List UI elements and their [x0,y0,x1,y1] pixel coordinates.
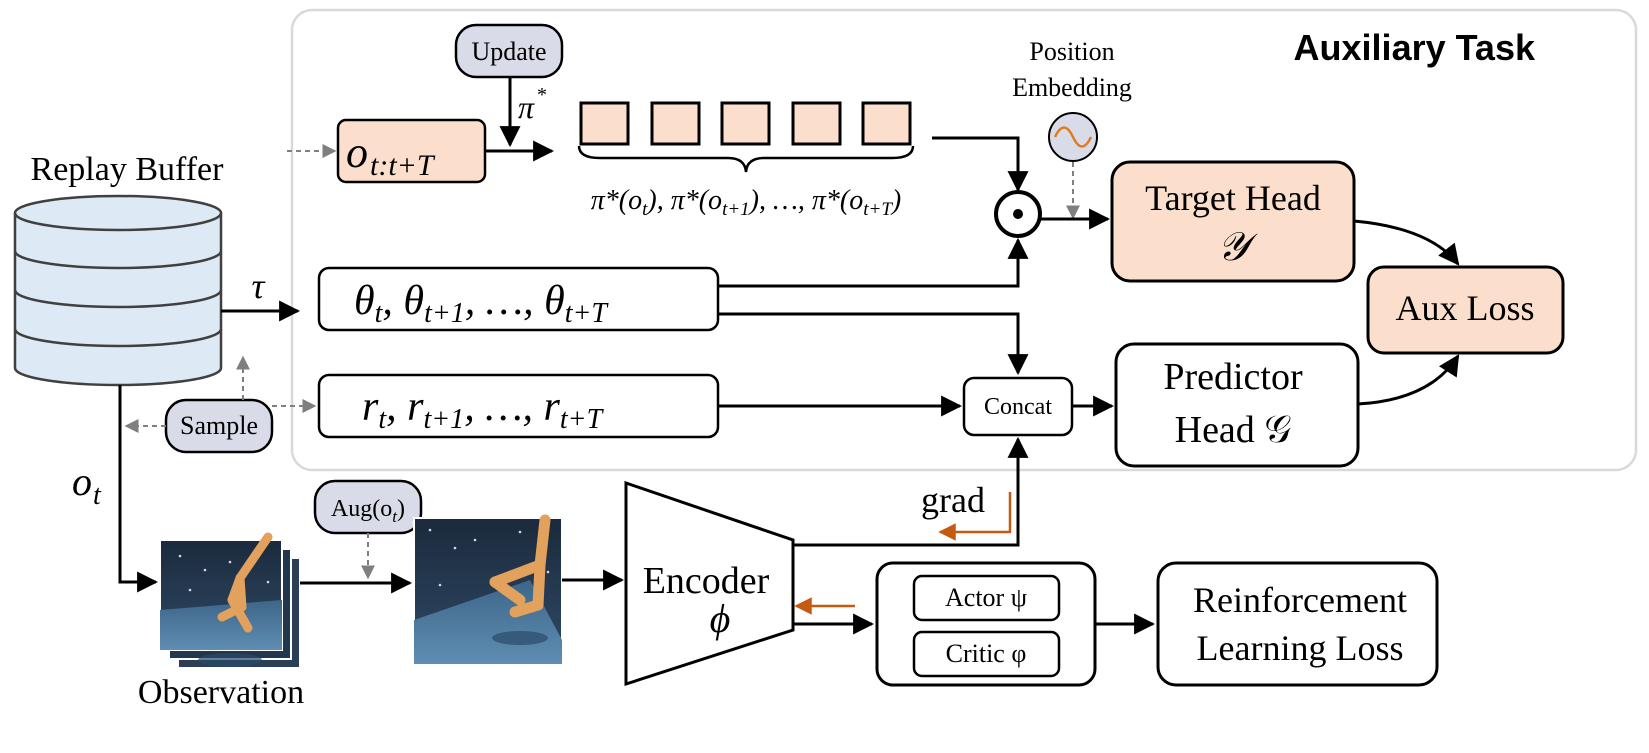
rl-loss-label-line1: Reinforcement [1193,580,1407,620]
policy-output-square [720,101,771,146]
target-head-label: Target Head [1145,178,1321,218]
augmentation-label: Aug(ot) [331,496,405,526]
theta-to-product-arrow [718,237,1029,288]
predictor-head-box [1114,342,1360,468]
actor-label: Actor ψ [945,583,1027,612]
policy-output-squares [579,101,912,146]
predictor-head-label-line2: Head 𝒢 [1175,409,1292,451]
policy-output-square [861,101,912,146]
concat-label: Concat [984,394,1052,420]
rl-loss-box [1156,561,1439,687]
theta-sequence-label: θt, θt+1, …, θt+T [354,278,609,329]
encoder-label: Encoder [643,560,770,602]
pi-star-label: π [518,89,535,125]
tau-label: τ [252,266,266,306]
actor-box [912,574,1061,622]
element-wise-product-dot [1013,209,1023,219]
policy-sequence-label: π*(ot), π*(ot+1), …, π*(ot+T) [591,185,902,220]
grad-arrow [938,492,1012,541]
predictor-to-aux-loss-arrow [1357,354,1460,406]
observation-label: Observation [138,674,304,711]
aux-loss-label: Aux Loss [1395,288,1534,328]
replay-buffer-label: Replay Buffer [31,151,225,188]
policy-output-square [579,101,630,146]
o-t-label: o [72,459,92,504]
grad-label: grad [921,480,985,520]
policy-output-square [791,101,842,146]
augmented-image-stack [413,514,563,665]
buffer-to-observation-arrow [118,385,159,593]
aux-loss-box [1366,265,1565,355]
encoder-trapezoid [624,480,795,687]
policy-output-square [650,101,701,146]
theta-sequence-box [317,266,720,332]
pi-star-superscript: * [537,84,547,106]
o-t-subscript: t [93,480,102,511]
critic-box [912,630,1061,678]
theta-to-concat-arrow [718,312,1029,376]
target-to-aux-loss-arrow [1353,219,1460,266]
encoder-symbol: ϕ [710,596,731,641]
squares-to-product-arrow [932,136,1029,193]
sine-wave-icon [1053,126,1093,148]
observation-image-stack [159,532,301,669]
panel-title: Auxiliary Task [1294,27,1536,68]
rl-loss-label-line2: Learning Loss [1197,628,1404,668]
encoder-to-concat-arrow [793,436,1029,547]
observation-sequence-label: o [346,128,368,177]
critic-label: Critic φ [946,639,1027,668]
update-label: Update [471,37,546,66]
sample-label: Sample [180,411,258,440]
position-embedding-label-line1: Position [1029,37,1114,66]
brace [577,145,915,173]
predictor-head-label-line1: Predictor [1163,356,1303,398]
replay-buffer-icon [13,194,223,387]
observation-sequence-subscript: t:t+T [370,149,436,182]
position-embedding-label-line2: Embedding [1012,73,1132,102]
